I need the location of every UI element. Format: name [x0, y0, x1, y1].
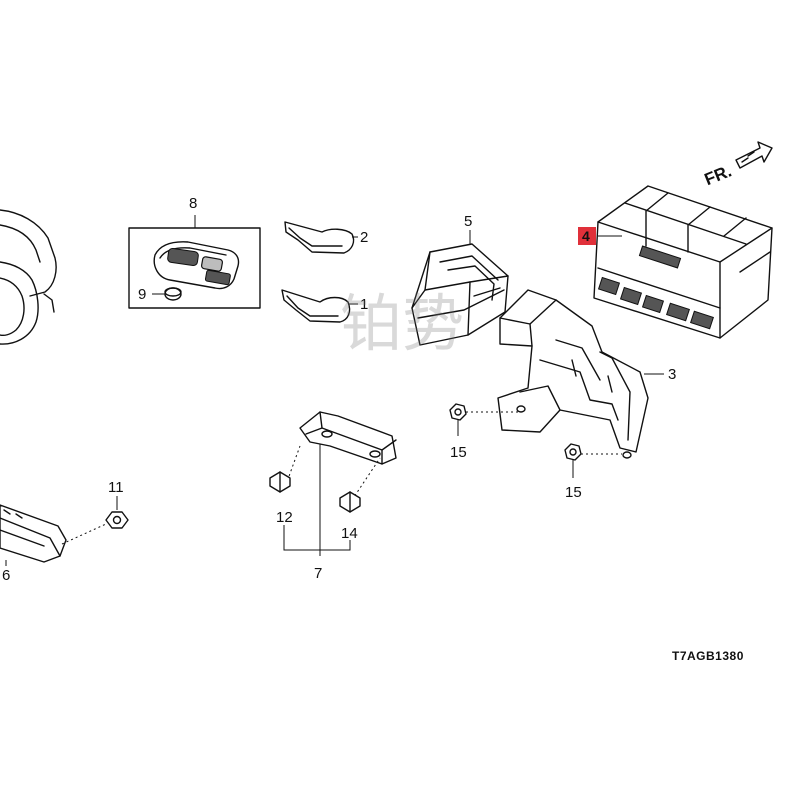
part-2-key-blade[interactable]	[284, 221, 358, 254]
part-12-bolt[interactable]	[269, 471, 291, 493]
callout-11: 11	[108, 479, 124, 496]
diagram-code: T7AGB1380	[672, 649, 744, 663]
part-14-bolt[interactable]	[339, 491, 361, 513]
part-11-nut[interactable]	[105, 496, 129, 529]
callout-1: 1	[360, 296, 368, 313]
callout-8: 8	[189, 195, 197, 212]
callout-5: 5	[464, 213, 472, 230]
part-1-key-blade[interactable]	[281, 289, 358, 323]
callout-6: 6	[2, 567, 10, 584]
part-15-nut-b[interactable]	[564, 443, 622, 478]
part-9-battery	[152, 287, 182, 301]
watermark: 铂势	[340, 287, 464, 360]
callout-7: 7	[314, 565, 322, 582]
callout-9: 9	[138, 286, 146, 303]
callout-3: 3	[668, 366, 676, 383]
vehicle-silhouette	[0, 209, 57, 345]
callout-2: 2	[360, 229, 368, 246]
part-7-group-bracket-line	[283, 525, 351, 551]
front-direction-label: FR.	[702, 161, 735, 189]
part-7-mount-bracket[interactable]	[283, 411, 397, 556]
key-fob	[153, 241, 240, 290]
front-direction-indicator	[735, 141, 773, 169]
callout-15-a: 15	[450, 444, 467, 461]
callout-15-b: 15	[565, 484, 582, 501]
callout-4[interactable]: 4	[582, 228, 590, 244]
highlight-badge	[578, 227, 596, 245]
part-8-key-fob-group[interactable]	[128, 215, 261, 309]
part-4-control-unit[interactable]	[578, 185, 773, 339]
part-5-module[interactable]	[411, 230, 509, 346]
part-15-nut-a[interactable]	[449, 403, 518, 436]
part-3-bracket[interactable]	[497, 289, 664, 459]
callout-12: 12	[276, 509, 293, 526]
part-6-antenna-module[interactable]	[0, 504, 107, 566]
callout-14: 14	[341, 525, 358, 542]
